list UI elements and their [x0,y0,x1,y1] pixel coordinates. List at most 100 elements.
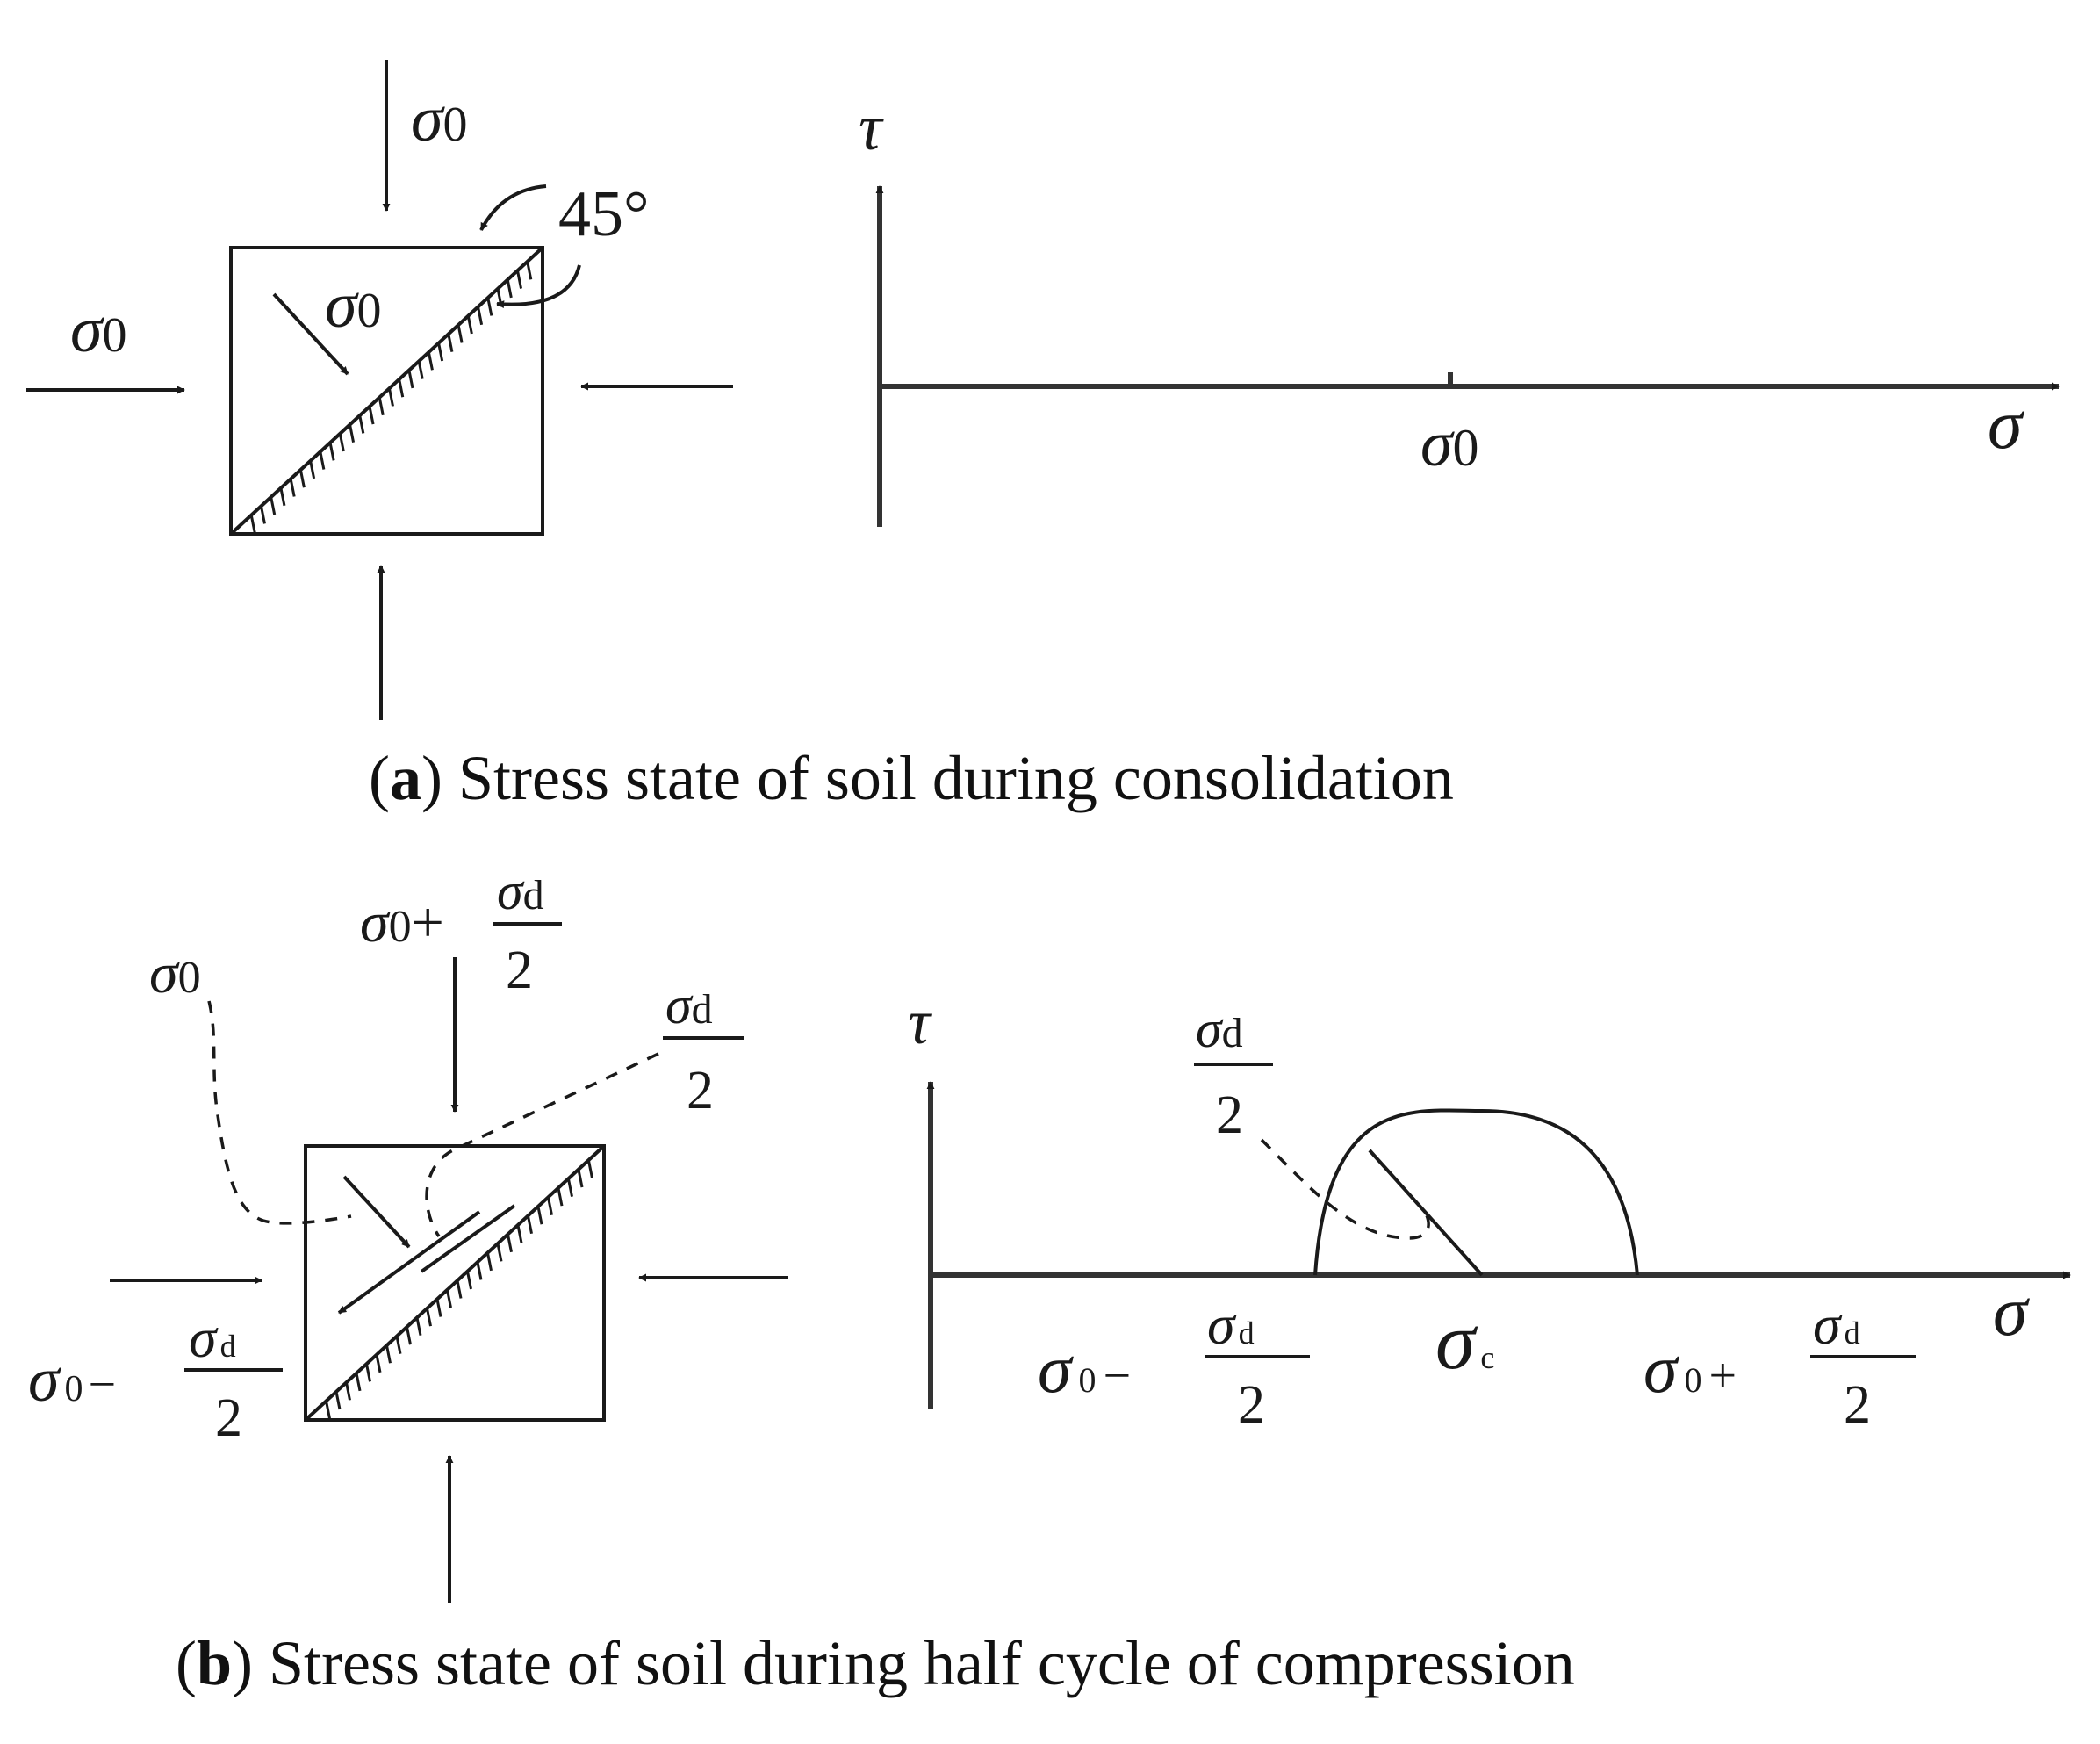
hatch-tick [375,1354,382,1373]
hatch-tick [466,1271,472,1290]
svg-text:σ0+: σ0+ [1643,1330,1737,1407]
hatch-tick [319,451,326,470]
tau-axis-label-a: τ [859,92,884,164]
hatch-tick [378,397,385,416]
soil-element-b [304,1144,606,1422]
hatch-tick [526,262,533,280]
caption-a: (a) Stress state of soil during consolid… [369,743,1454,813]
hatch-tick [368,406,375,425]
hatch-tick [507,1234,513,1253]
svg-text:2: 2 [1216,1085,1243,1145]
hatch-tick [259,506,266,524]
mohr-circle [1313,1108,1639,1276]
hatch-tick [395,1336,402,1355]
tau-axis-label-b: τ [908,987,932,1057]
radius-leader-dash [1260,1138,1430,1240]
shear-plane-a [229,246,544,536]
caption-b: (b) Stress state of soil during half cyc… [176,1628,1575,1698]
top-stress-label-a: σ0 [411,83,468,155]
sigma0-leader-dash [207,1000,352,1225]
hatch-tick [547,1197,553,1215]
svg-text:σd: σd [1813,1294,1860,1356]
left-stress-label-a: σ0 [70,294,127,366]
svg-text:σ0+: σ0+ [360,890,444,955]
svg-text:2: 2 [506,940,533,1000]
plane-hatching-b [325,1160,593,1419]
mohr-radius [1368,1149,1484,1277]
angle-label: 45° [558,178,650,250]
hatch-tick [328,443,335,461]
hatch-tick [427,352,434,371]
hatch-tick [398,378,405,398]
hatch-tick [446,1289,452,1308]
hatch-tick [358,415,365,434]
hatch-tick [334,1391,342,1410]
hatch-tick [466,315,473,335]
svg-text:2: 2 [215,1388,242,1448]
sigma-axis-label-b: σ [1993,1273,2030,1351]
svg-text:σd: σd [189,1307,236,1369]
soil-square-a [229,246,544,536]
hatch-tick [437,342,444,362]
angle-arrow-lower [496,264,581,309]
shear-marker-line [420,1204,516,1273]
half-deviator-label-b: σd 2 [663,976,744,1121]
hatch-tick [456,1280,463,1299]
panel-a: σ0 σ0 σ0 45° τ σ σ0 (a) Stress state of … [26,60,2060,813]
hatch-tick [486,298,493,316]
svg-text:σd: σd [1207,1294,1255,1356]
hatch-tick [567,1178,573,1197]
normal-stress-arrow-b [342,1175,411,1249]
normal-stress-arrow-a [272,292,349,376]
sigma0-label-b: σ0 [149,941,201,1005]
hatch-tick [447,334,454,352]
hatch-tick [426,1308,432,1327]
hatch-tick [349,424,356,443]
hatch-tick [388,388,394,407]
hatch-tick [289,479,296,497]
hatch-tick [365,1364,371,1382]
plane-stress-label-a: σ0 [325,270,382,342]
hatch-tick [477,306,484,326]
hatch-tick [557,1187,564,1207]
hatch-tick [417,361,424,379]
svg-text:2: 2 [1844,1375,1871,1435]
svg-text:σ0−: σ0− [28,1344,116,1415]
sigma0-tick-label-a: σ0 [1420,408,1479,480]
hatch-tick [536,1206,543,1225]
hatch-tick [587,1160,593,1178]
hatch-tick [435,1299,442,1317]
svg-text:σd: σd [497,862,544,920]
hatch-tick [516,270,523,289]
hatch-tick [486,1252,493,1272]
shear-stress-arrow-b [337,1210,481,1315]
hatch-tick [476,1262,483,1280]
shear-plane-b [304,1144,606,1422]
hatch-tick [309,460,316,479]
svg-text:σd: σd [1196,1000,1243,1058]
hatch-tick [249,515,256,533]
hatch-tick [279,487,286,507]
hatch-tick [298,469,306,488]
hatch-tick [345,1382,351,1401]
radius-label-b: σd 2 [1194,1000,1273,1145]
hatch-tick [577,1169,584,1188]
hatch-tick [406,1326,412,1345]
mohr-plot-a: τ σ σ0 [859,92,2060,527]
svg-text:σd: σd [665,976,713,1034]
hatch-tick [457,325,464,343]
svg-text:2: 2 [1238,1375,1265,1435]
hatch-tick [506,279,513,299]
top-stress-label-b: σ0+ σd 2 [360,862,562,1000]
hatch-tick [338,433,345,452]
hatch-tick [415,1317,422,1336]
svg-text:2: 2 [687,1061,714,1121]
hatch-tick [516,1224,523,1243]
